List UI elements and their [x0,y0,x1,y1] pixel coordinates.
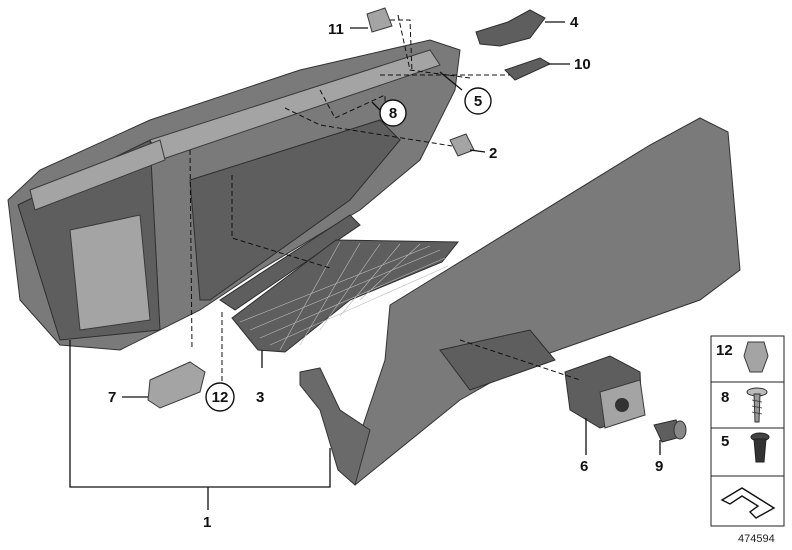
circled-callout-5: 5 [464,87,492,115]
callout-1: 1 [203,514,211,531]
callout-10: 10 [574,56,591,73]
fastener-legend: 12 8 5 [710,335,785,527]
legend-label-8: 8 [721,389,729,406]
callout-3: 3 [256,389,264,406]
part-7-lamp [147,361,206,409]
circled-callout-12: 12 [205,382,235,412]
part-9-lock-cylinder [653,419,687,443]
reference-number: 474594 [738,533,775,545]
circled-callout-8: 8 [379,99,407,127]
part-2-stop [449,133,475,157]
callout-labels: 11 4 10 2 7 3 6 9 1 [108,14,663,531]
dashed-guide-lines [189,14,581,382]
svg-text:8: 8 [389,105,397,122]
clip-nut-icon [743,341,769,373]
part-10-bracket [504,57,552,81]
part-4-damper [475,9,546,47]
svg-text:5: 5 [474,93,482,110]
svg-text:12: 12 [212,389,229,406]
symbol-icon [720,487,776,519]
callout-11: 11 [328,21,344,38]
glovebox-housing [7,39,461,351]
callout-2: 2 [489,145,497,162]
legend-label-5: 5 [721,433,729,450]
legend-label-12: 12 [716,342,733,359]
callout-9: 9 [655,458,663,475]
callout-7: 7 [108,389,116,406]
callout-4: 4 [570,14,579,31]
glovebox-lid [299,117,741,486]
part-11-clip [366,7,393,33]
screw-icon [746,387,768,423]
expanding-rivet-icon [750,432,770,463]
part-6-lock [564,355,646,429]
leader-lines [69,21,661,510]
callout-6: 6 [580,458,588,475]
